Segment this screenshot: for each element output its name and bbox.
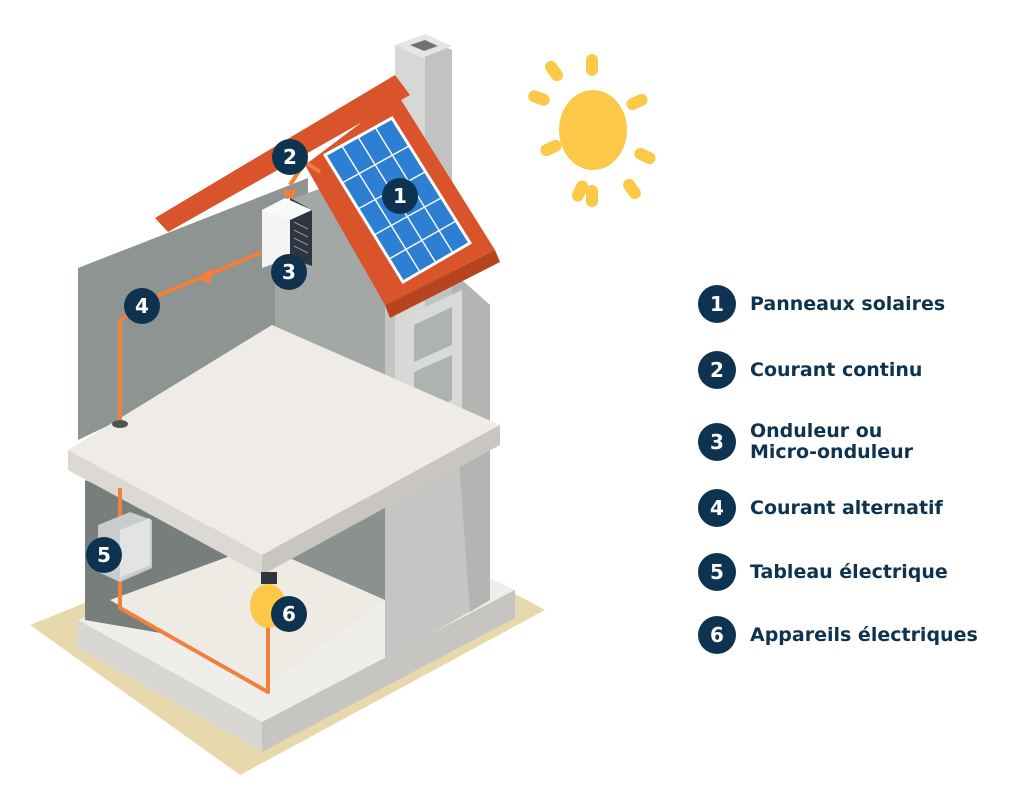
- badge-6: 6: [271, 596, 307, 632]
- legend-badge-4: 4: [698, 489, 736, 527]
- legend-item-1: 1 Panneaux solaires: [698, 285, 945, 323]
- legend-label-2: Courant continu: [750, 360, 922, 381]
- legend-label-6: Appareils électriques: [750, 625, 978, 646]
- bulb-socket: [261, 572, 277, 584]
- legend-item-2: 2 Courant continu: [698, 351, 922, 389]
- legend-item-5: 5 Tableau électrique: [698, 553, 948, 591]
- badge-4-number: 4: [135, 294, 149, 318]
- floor-cable-hole: [112, 420, 128, 428]
- badge-4: 4: [124, 288, 160, 324]
- badge-1-number: 1: [393, 184, 407, 208]
- legend-item-3: 3 Onduleur ou Micro-onduleur: [698, 421, 913, 463]
- badge-6-number: 6: [282, 602, 296, 626]
- badge-3-number: 3: [282, 260, 296, 284]
- legend-badge-5: 5: [698, 553, 736, 591]
- badge-5: 5: [86, 537, 122, 573]
- legend-label-1: Panneaux solaires: [750, 294, 945, 315]
- legend-badge-3: 3: [698, 423, 736, 461]
- legend-label-4: Courant alternatif: [750, 498, 943, 519]
- badge-1: 1: [382, 178, 418, 214]
- legend-item-6: 6 Appareils électriques: [698, 616, 978, 654]
- legend-badge-2: 2: [698, 351, 736, 389]
- badge-2-number: 2: [283, 145, 297, 169]
- sun-icon: [527, 54, 658, 207]
- legend-item-4: 4 Courant alternatif: [698, 489, 943, 527]
- badge-2: 2: [272, 139, 308, 175]
- badge-3: 3: [271, 254, 307, 290]
- legend-label-5: Tableau électrique: [750, 562, 948, 583]
- legend-badge-1: 1: [698, 285, 736, 323]
- legend-label-3: Onduleur ou Micro-onduleur: [750, 421, 913, 463]
- badge-5-number: 5: [97, 543, 111, 567]
- legend-badge-6: 6: [698, 616, 736, 654]
